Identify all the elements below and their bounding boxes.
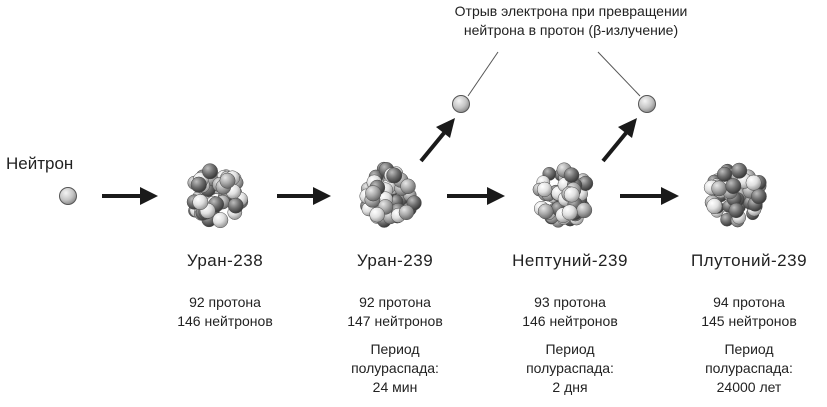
half-life: Период полураспада: 24 мин	[320, 340, 470, 397]
nucleus-plutonium-239	[704, 163, 766, 227]
nucleon	[228, 198, 243, 213]
half-life-line-2: полураспада:	[320, 359, 470, 378]
half-life-line-2: полураспада:	[674, 359, 824, 378]
nucleon	[399, 205, 414, 220]
neutron-count: 146 нейтронов	[495, 312, 645, 331]
nucleon	[213, 212, 228, 227]
nucleon	[538, 204, 553, 219]
nucleus-composition: 93 протона 146 нейтронов	[495, 293, 645, 331]
neutron-label: Нейтрон	[6, 155, 73, 172]
nucleus-composition: 92 протона 147 нейтронов	[320, 293, 470, 331]
half-life: Период полураспада: 24000 лет	[674, 340, 824, 397]
nucleus-name: Уран-239	[320, 252, 470, 269]
caption-line-1: Отрыв электрона при превращении	[418, 2, 724, 21]
electron-particle-2	[639, 96, 656, 113]
arrow-beta-emission-1	[421, 118, 455, 161]
proton-count: 93 протона	[495, 293, 645, 312]
caption-connector-right	[598, 52, 640, 96]
neutron-count: 147 нейтронов	[320, 312, 470, 331]
nucleon	[712, 181, 727, 196]
arrow-u238-to-u239	[277, 187, 331, 205]
arrow-np239-to-pu239	[620, 187, 679, 205]
neutron-particle	[60, 188, 77, 205]
nucleon	[729, 203, 744, 218]
nucleus-uranium-239	[360, 162, 422, 227]
beta-emission-caption: Отрыв электрона при превращении нейтрона…	[418, 2, 724, 40]
half-life-line-1: Период	[320, 340, 470, 359]
neutron-count: 145 нейтронов	[674, 312, 824, 331]
nucleon	[577, 203, 592, 218]
caption-connector-left	[468, 52, 498, 96]
nucleon	[751, 189, 766, 204]
half-life-value: 24 мин	[320, 378, 470, 397]
proton-count: 92 протона	[150, 293, 300, 312]
nucleon	[202, 164, 217, 179]
neutron-count: 146 нейтронов	[150, 312, 300, 331]
nucleon	[387, 168, 402, 183]
nucleon	[370, 207, 385, 222]
proton-count: 92 протона	[320, 293, 470, 312]
half-life-value: 2 дня	[495, 378, 645, 397]
nucleus-neptunium-239	[533, 163, 593, 228]
nucleus-uranium-238	[187, 164, 248, 228]
nucleon	[564, 187, 579, 202]
nucleon	[537, 182, 552, 197]
nucleon	[746, 175, 761, 190]
nucleus-name: Уран-238	[150, 252, 300, 269]
nucleon	[365, 186, 381, 202]
electron-particle-1	[453, 96, 470, 113]
arrow-neutron-to-u238	[102, 187, 158, 205]
nucleus-name: Плутоний-239	[674, 252, 824, 269]
nucleon	[726, 178, 741, 193]
arrow-u239-to-np239	[447, 187, 505, 205]
nucleon	[564, 168, 579, 183]
arrow-beta-emission-2	[603, 118, 637, 161]
nucleon	[193, 194, 208, 209]
half-life-value: 24000 лет	[674, 378, 824, 397]
half-life-line-1: Период	[674, 340, 824, 359]
half-life-line-2: полураспада:	[495, 359, 645, 378]
half-life: Период полураспада: 2 дня	[495, 340, 645, 397]
nucleus-composition: 92 протона 146 нейтронов	[150, 293, 300, 331]
nucleon	[707, 198, 722, 213]
nucleon	[191, 177, 207, 193]
half-life-line-1: Период	[495, 340, 645, 359]
nucleus-name: Нептуний-239	[495, 252, 645, 269]
nucleon	[562, 205, 577, 220]
caption-line-2: нейтрона в протон (β-излучение)	[418, 21, 724, 40]
nucleon	[401, 179, 416, 194]
proton-count: 94 протона	[674, 293, 824, 312]
nucleon	[732, 163, 747, 178]
nucleon	[220, 173, 235, 188]
nucleus-composition: 94 протона 145 нейтронов	[674, 293, 824, 331]
